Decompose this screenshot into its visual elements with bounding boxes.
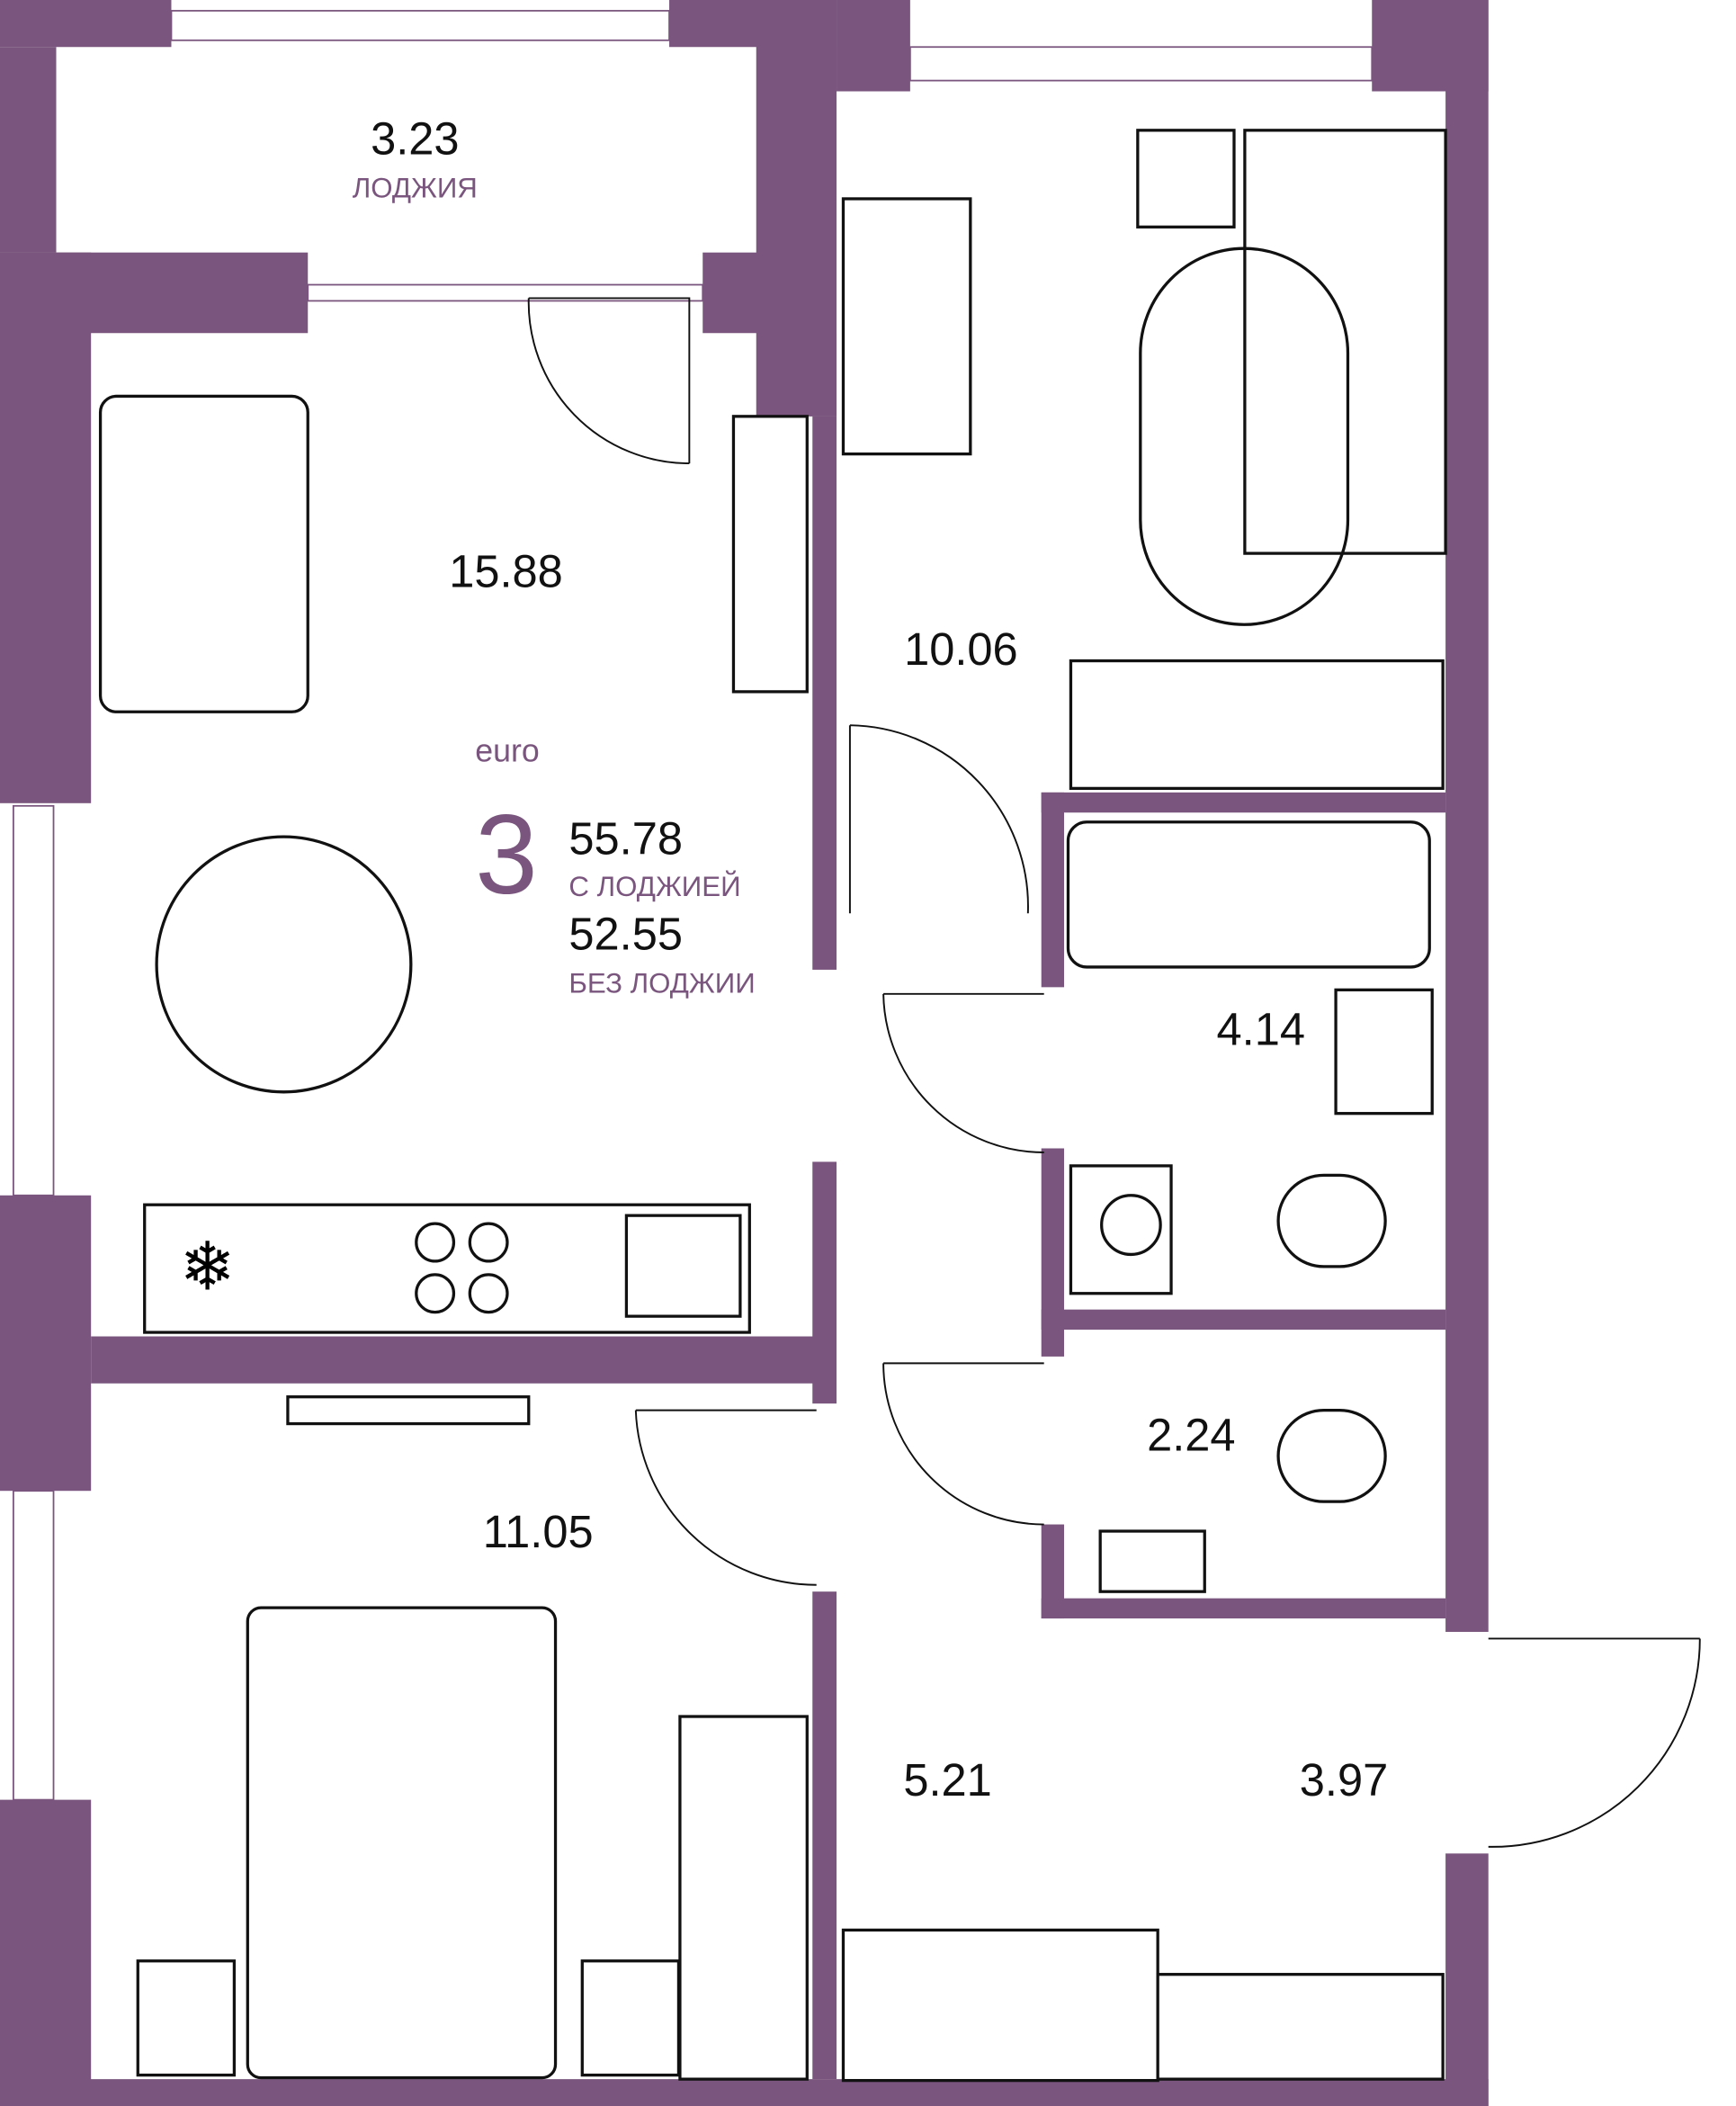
windows bbox=[12, 10, 1374, 1801]
tv-stand bbox=[731, 415, 809, 694]
room-area-entrance: 3.97 bbox=[1300, 1754, 1388, 1806]
room-area-bedroom2: 11.05 bbox=[483, 1506, 594, 1557]
bed-1 bbox=[1243, 129, 1447, 555]
sink bbox=[624, 1214, 742, 1318]
dining-table bbox=[155, 835, 413, 1094]
room-area-living: 15.88 bbox=[449, 545, 563, 596]
plan-type: euro bbox=[475, 732, 539, 768]
furniture: ❄ bbox=[98, 129, 1447, 2083]
without-loggia-label: БЕЗ ЛОДЖИИ bbox=[568, 967, 755, 999]
nightstand-2 bbox=[136, 1959, 237, 2077]
room-area-bathroom: 4.14 bbox=[1217, 1003, 1305, 1054]
total-without-loggia: 52.55 bbox=[568, 908, 683, 959]
room-area-hall: 5.21 bbox=[903, 1754, 991, 1806]
shelf bbox=[286, 1395, 531, 1426]
desk bbox=[841, 197, 972, 456]
room-area-bedroom1: 10.06 bbox=[904, 623, 1018, 675]
washbasin bbox=[1334, 988, 1434, 1116]
doors bbox=[527, 297, 1701, 1848]
toilet-2 bbox=[1276, 1408, 1387, 1503]
walls bbox=[0, 0, 1489, 2106]
snowflake-icon: ❄ bbox=[179, 1231, 235, 1304]
nightstand bbox=[1136, 129, 1236, 229]
total-with-loggia: 55.78 bbox=[568, 812, 683, 864]
wardrobe-1 bbox=[1069, 659, 1445, 791]
sofa bbox=[98, 394, 309, 713]
bathtub bbox=[1066, 820, 1431, 969]
wardrobe-3 bbox=[841, 1928, 1159, 2083]
wc-sink bbox=[1098, 1529, 1206, 1593]
room-label-loggia: ЛОДЖИЯ bbox=[353, 172, 478, 203]
room-area-loggia: 3.23 bbox=[371, 113, 459, 165]
rooms-count: 3 bbox=[475, 792, 538, 918]
bed-2 bbox=[246, 1606, 558, 2080]
wardrobe-2 bbox=[678, 1715, 809, 2081]
nightstand-3 bbox=[580, 1959, 681, 2077]
room-area-wc: 2.24 bbox=[1147, 1409, 1235, 1460]
toilet-1 bbox=[1276, 1173, 1387, 1268]
with-loggia-label: С ЛОДЖИЕЙ bbox=[568, 870, 740, 902]
shoe-rack bbox=[1156, 1973, 1445, 2081]
rug bbox=[1139, 246, 1350, 626]
